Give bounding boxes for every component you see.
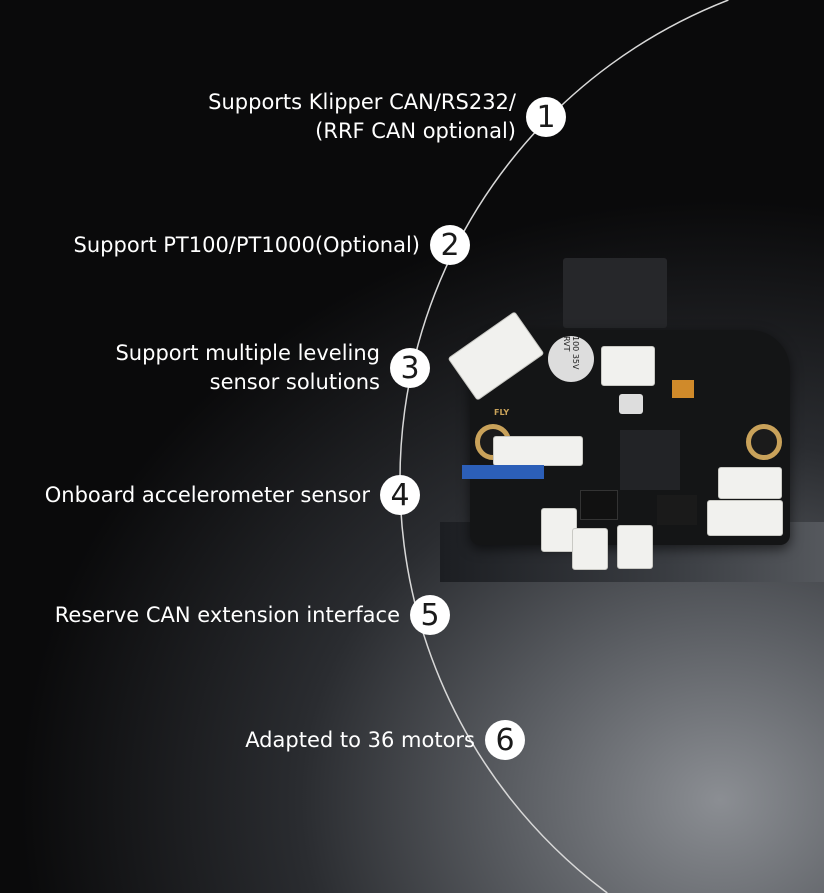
feature-label: Onboard accelerometer sensor [44,482,370,507]
brand-mark: FLY [494,408,510,417]
feature-label: Adapted to 36 motors [245,727,475,752]
pin-header [580,490,618,520]
connector [617,525,653,569]
feature-label: Support PT100/PT1000(Optional) [73,232,420,257]
button [619,394,643,414]
feature-number-badge: 5 [410,595,450,635]
jumper-header [462,465,544,479]
feature-6: Adapted to 36 motors 6 [245,720,525,760]
terminal-block [657,495,697,525]
feature-label: Reserve CAN extension interface [54,602,400,627]
feature-number-badge: 6 [485,720,525,760]
feature-label: Supports Klipper CAN/RS232/(RRF CAN opti… [208,90,516,143]
power-connector [563,258,667,328]
connector [718,467,782,499]
feature-4: Onboard accelerometer sensor 4 [45,475,420,515]
feature-number-badge: 1 [526,97,566,137]
mount-hole [746,424,782,460]
connector [572,528,608,570]
capacitor-tantalum [672,380,694,398]
connector [493,436,583,466]
feature-1: Supports Klipper CAN/RS232/(RRF CAN opti… [208,88,566,146]
feature-number-badge: 4 [380,475,420,515]
feature-number-badge: 2 [430,225,470,265]
mcu-chip [620,430,680,490]
feature-5: Reserve CAN extension interface 5 [55,595,450,635]
capacitor: 100 35V RVT [548,336,594,382]
connector [541,508,577,552]
connector [601,346,655,386]
feature-2: Support PT100/PT1000(Optional) 2 [74,225,470,265]
connector [707,500,783,536]
feature-number-badge: 3 [390,348,430,388]
